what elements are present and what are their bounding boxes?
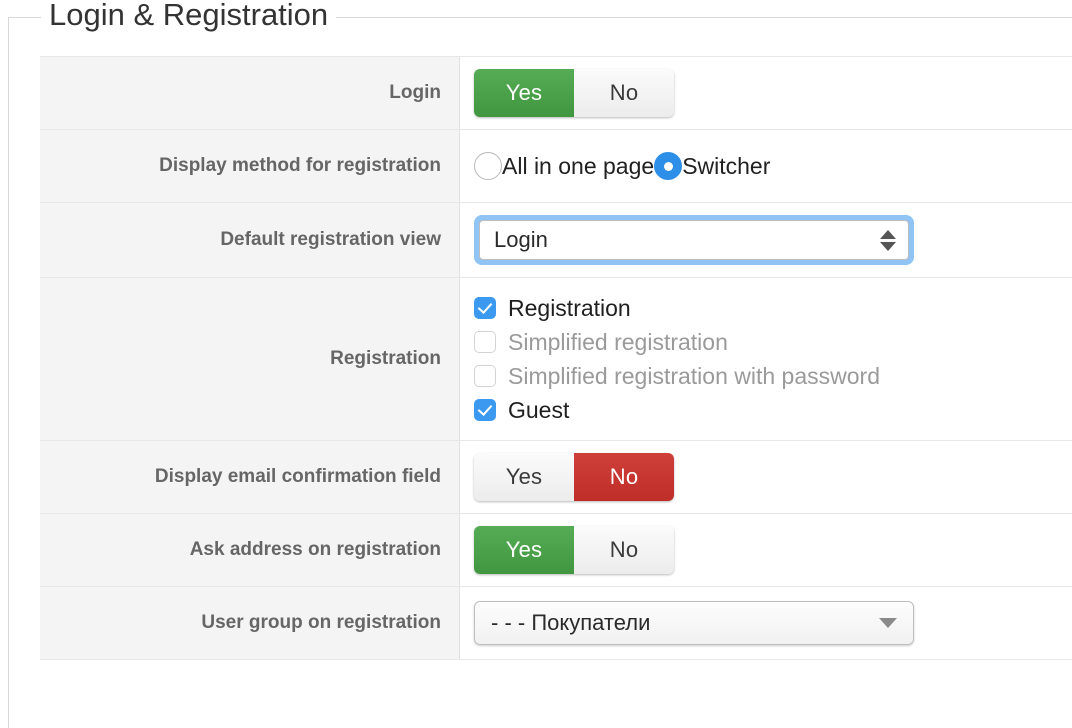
chevron-down-icon [880,241,896,251]
setting-label: Login [389,82,441,103]
radio-option-all-in-one-page[interactable]: All in one page [474,152,654,180]
setting-row-display-email-confirmation-field: Display email confirmation field Yes No [40,441,1072,514]
setting-label: Default registration view [220,229,441,250]
toggle-email-confirmation-no[interactable]: No [574,453,674,501]
select-default-registration-view[interactable]: Login [479,220,909,260]
select-value: Login [494,227,548,252]
checkbox-option-simplified-registration[interactable]: Simplified registration [474,328,880,356]
setting-row-login: Login Yes No [40,56,1072,130]
radio-label: Switcher [682,153,771,179]
row-value-cell: Registration Simplified registration Sim… [460,278,1072,440]
toggle-ask-address-yes[interactable]: Yes [474,526,574,574]
setting-label: Ask address on registration [189,539,441,560]
checkbox-icon-checked[interactable] [474,399,496,421]
setting-row-user-group-on-registration: User group on registration - - - Покупат… [40,587,1072,660]
row-value-cell: - - - Покупатели [460,587,1072,659]
checkbox-icon-checked[interactable] [474,297,496,319]
stepper-arrows-icon[interactable] [880,229,896,251]
setting-row-registration: Registration Registration Simplified reg… [40,278,1072,441]
radio-icon-checked[interactable] [654,152,683,180]
select-value: - - - Покупатели [491,610,651,635]
toggle-login-no[interactable]: No [574,69,674,117]
toggle-login[interactable]: Yes No [474,69,674,117]
checkbox-label: Registration [508,295,631,321]
setting-label: Display email confirmation field [154,466,441,487]
row-value-cell: Yes No [460,57,1072,129]
settings-table: Login Yes No Display method for registra… [40,56,1072,660]
select-focus-ring: Login [474,215,914,265]
row-label-cell: Registration [40,278,460,440]
checkbox-icon-unchecked[interactable] [474,331,496,353]
checkbox-option-registration[interactable]: Registration [474,294,880,322]
checkbox-label: Simplified registration with password [508,363,880,389]
toggle-ask-address-no[interactable]: No [574,526,674,574]
row-value-cell: Yes No [460,441,1072,513]
fieldset-legend: Login & Registration [41,0,337,34]
row-label-cell: Display email confirmation field [40,441,460,513]
setting-row-default-registration-view: Default registration view Login [40,203,1072,278]
row-value-cell: Login [460,203,1072,277]
chevron-down-icon[interactable] [879,618,897,628]
select-user-group-on-registration[interactable]: - - - Покупатели [474,601,914,645]
row-value-cell: All in one page Switcher [460,130,1072,202]
setting-row-display-method: Display method for registration All in o… [40,130,1072,203]
radio-label: All in one page [502,153,655,179]
setting-label: Display method for registration [159,155,441,176]
radio-option-switcher[interactable]: Switcher [654,152,770,180]
checkbox-option-guest[interactable]: Guest [474,396,880,424]
radio-group-display-method: All in one page Switcher [474,152,770,180]
checkbox-group-registration: Registration Simplified registration Sim… [474,290,880,428]
checkbox-option-simplified-registration-with-password[interactable]: Simplified registration with password [474,362,880,390]
toggle-login-yes[interactable]: Yes [474,69,574,117]
checkbox-label: Simplified registration [508,329,728,355]
row-label-cell: User group on registration [40,587,460,659]
checkbox-label: Guest [508,397,570,423]
row-label-cell: Default registration view [40,203,460,277]
setting-row-ask-address-on-registration: Ask address on registration Yes No [40,514,1072,587]
chevron-up-icon [880,229,896,239]
row-label-cell: Ask address on registration [40,514,460,586]
setting-label: Registration [330,348,441,369]
toggle-ask-address-on-registration[interactable]: Yes No [474,526,674,574]
row-label-cell: Login [40,57,460,129]
row-value-cell: Yes No [460,514,1072,586]
toggle-display-email-confirmation-field[interactable]: Yes No [474,453,674,501]
setting-label: User group on registration [201,612,441,633]
checkbox-icon-unchecked[interactable] [474,365,496,387]
login-registration-fieldset: Login & Registration [8,0,1072,728]
row-label-cell: Display method for registration [40,130,460,202]
toggle-email-confirmation-yes[interactable]: Yes [474,453,574,501]
radio-icon-unchecked[interactable] [474,152,502,180]
